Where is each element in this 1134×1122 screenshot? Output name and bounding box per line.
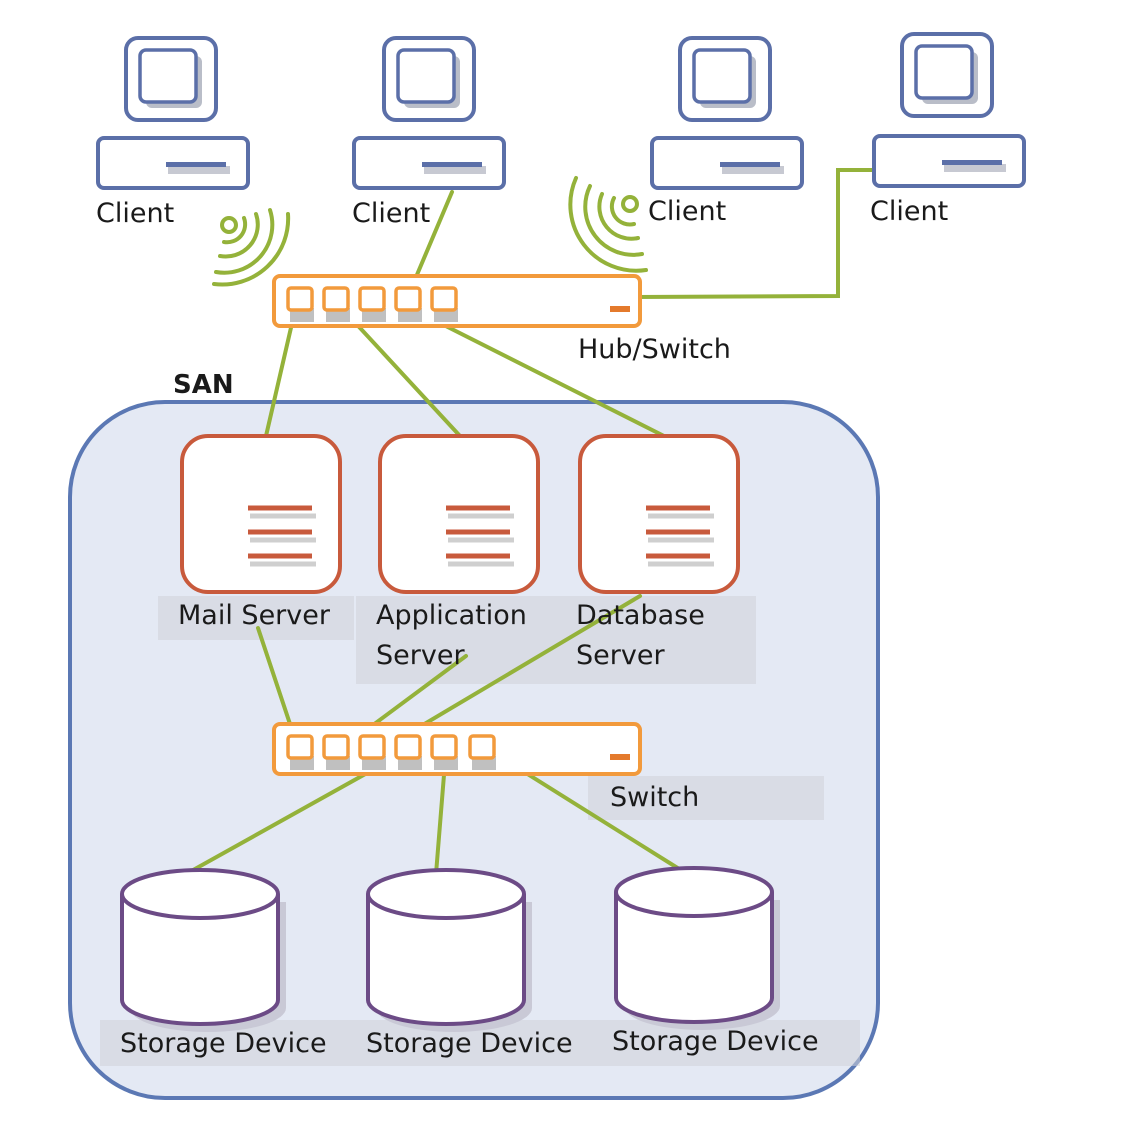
database-server: Database Server <box>576 434 740 671</box>
application-server: Application Server <box>376 434 540 671</box>
client-label: Client <box>96 198 174 229</box>
monitor-icon <box>382 36 476 122</box>
monitor-icon <box>900 32 994 118</box>
server-label-line1: Mail Server <box>178 600 331 631</box>
storage-device-3: Storage Device <box>612 866 819 1057</box>
server-rack-icon <box>646 505 714 567</box>
san-switch: Switch <box>272 722 699 813</box>
server-label-line1: Application <box>376 600 527 631</box>
computer-case-icon <box>352 136 506 190</box>
client-4: Client <box>870 32 1026 227</box>
storage-label: Storage Device <box>120 1028 327 1059</box>
status-led <box>610 754 630 760</box>
storage-label: Storage Device <box>612 1026 819 1057</box>
switch-ports <box>286 734 496 770</box>
client-label: Client <box>870 196 948 227</box>
switch-label: Switch <box>610 782 699 813</box>
mail-server: Mail Server <box>178 434 342 631</box>
server-label-line1: Database <box>576 600 705 631</box>
hub-ports <box>286 286 458 322</box>
server-label-line2: Server <box>376 640 465 671</box>
status-led <box>610 306 630 312</box>
wifi-signal-icon <box>568 176 648 273</box>
hub-switch-label: Hub/Switch <box>578 334 731 365</box>
monitor-icon <box>124 36 218 122</box>
client-1: Client <box>96 36 250 229</box>
database-cylinder-icon <box>120 868 286 1032</box>
client-2: Client <box>352 36 506 229</box>
wifi-signal-icon <box>212 208 291 287</box>
storage-device-2: Storage Device <box>366 868 573 1059</box>
server-rack-icon <box>446 505 514 567</box>
hub-switch: Hub/Switch <box>272 274 731 365</box>
monitor-icon <box>678 36 772 122</box>
label-shading <box>100 596 860 1066</box>
san-label: SAN <box>173 370 234 400</box>
computer-case-icon <box>650 136 804 190</box>
computer-case-icon <box>96 136 250 190</box>
server-rack-icon <box>248 505 316 567</box>
database-cylinder-icon <box>366 868 532 1032</box>
computer-case-icon <box>872 134 1026 188</box>
storage-device-1: Storage Device <box>120 868 327 1059</box>
database-cylinder-icon <box>614 866 780 1030</box>
storage-label: Storage Device <box>366 1028 573 1059</box>
client-label: Client <box>352 198 430 229</box>
client-3: Client <box>648 36 804 227</box>
server-label-line2: Server <box>576 640 665 671</box>
client-label: Client <box>648 196 726 227</box>
link-hub-database-server <box>412 308 666 438</box>
